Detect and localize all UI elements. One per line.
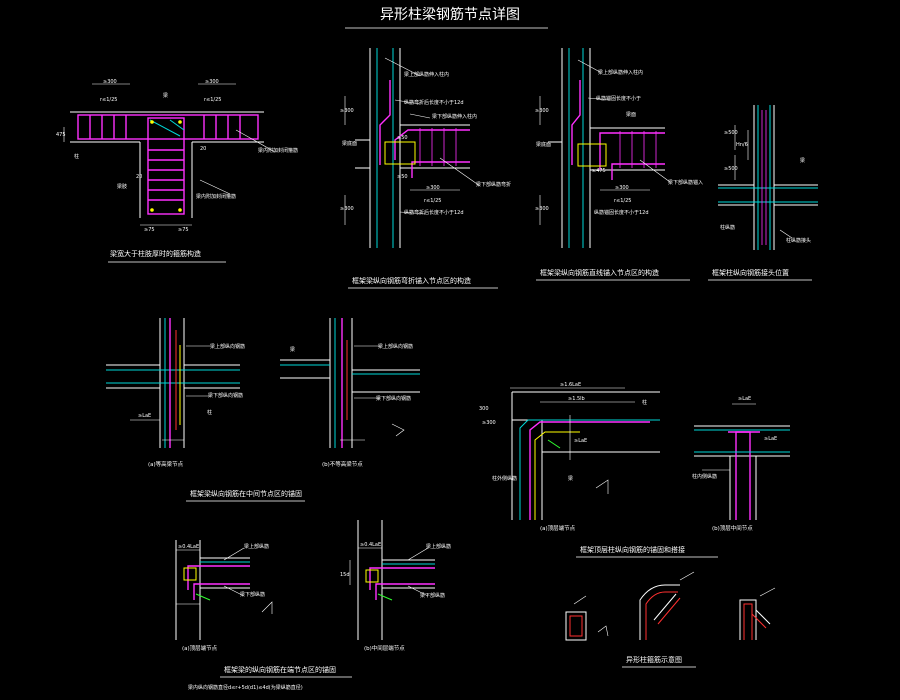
- dim-label: ≥75: [178, 227, 189, 233]
- callout-label: 梁底面: [342, 140, 357, 147]
- page-title: 异形柱梁钢筋节点详图: [380, 6, 520, 23]
- callout-label: 梁上部纵向钢筋: [378, 343, 413, 350]
- detail-end-joint-a: [175, 540, 273, 640]
- subcaption-d6a: (a)顶层端节点: [540, 524, 576, 532]
- caption-d4: 框架柱纵向钢筋接头位置: [712, 268, 789, 277]
- callout-label: 柱内侧纵筋: [692, 473, 717, 480]
- dim-label: ≥50: [397, 135, 408, 141]
- callout-label: 梁: [568, 475, 573, 482]
- detail-top-middle-joint: [694, 403, 790, 520]
- detail-end-joint-b: [349, 520, 435, 640]
- dim-label: Hn/6: [736, 142, 748, 148]
- dim-label: 475: [56, 132, 66, 138]
- dim-label: ≥1.6LaE: [560, 382, 581, 388]
- callout-label: 梁下部纵向钢筋: [208, 392, 243, 399]
- dim-label: ≥LaE: [764, 436, 777, 442]
- callout-label: 梁下部纵筋: [420, 592, 445, 599]
- dim-label: r≤1/25: [614, 198, 631, 204]
- caption-d1: 梁宽大于柱肢厚时的箍筋构造: [110, 249, 201, 258]
- callout-label: 柱: [207, 409, 212, 416]
- subcaption-d7b: (b)中间层端节点: [364, 644, 405, 652]
- callout-label: 纵筋锚固长度不小于: [596, 95, 641, 102]
- caption-d7: 框架梁的纵向钢筋在端节点区的锚固: [224, 665, 336, 674]
- dim-label: ≥300: [426, 185, 440, 191]
- caption-d2: 框架梁纵向钢筋弯折锚入节点区的构造: [352, 276, 471, 285]
- dim-label: ≥LaE: [738, 396, 751, 402]
- callout-label: 柱外侧纵筋: [492, 475, 517, 482]
- callout-label: 梁: [290, 346, 295, 353]
- callout-label: 梁上部纵筋伸入柱内: [598, 69, 643, 76]
- dim-label: 15d: [340, 572, 350, 578]
- callout-label: 梁: [163, 92, 168, 99]
- subcaption-d5b: (b)不等高梁节点: [322, 460, 363, 468]
- callout-label: 梁面: [626, 111, 636, 118]
- callout-label: 梁下部纵筋锚入: [668, 179, 703, 186]
- dim-label: ≥50: [397, 174, 408, 180]
- callout-label: 柱纵筋: [720, 224, 735, 231]
- callout-label: 梁上部纵筋: [426, 543, 451, 550]
- callout-label: 梁下部纵向钢筋: [376, 395, 411, 402]
- dim-label: ≥1.5lb: [568, 396, 585, 402]
- detail-bent-anchorage: [344, 48, 481, 248]
- callout-label: 梁上部纵筋伸入柱内: [404, 71, 449, 78]
- dim-label: ≥300: [535, 206, 549, 212]
- dim-label: ≥300: [615, 185, 629, 191]
- callout-label: 梁内附加封闭箍筋: [258, 147, 298, 154]
- detail-straight-anchorage: [539, 48, 671, 248]
- dim-label: ≥475: [592, 168, 606, 174]
- dim-label: ≥500: [724, 130, 738, 136]
- detail-middle-joint-a: [106, 318, 240, 448]
- dim-label: 20: [136, 174, 142, 180]
- dim-label: r≤1/25: [424, 198, 441, 204]
- detail-stirrup-sketches: [565, 571, 776, 641]
- dim-label: ≥LaE: [138, 413, 151, 419]
- detail-wide-beam-stirrups: [63, 83, 276, 226]
- dim-label: ≥500: [724, 166, 738, 172]
- callout-label: 梁上部纵向钢筋: [210, 343, 245, 350]
- callout-label: 梁底面: [536, 141, 551, 148]
- callout-label: 梁下部纵筋: [240, 591, 265, 598]
- callout-label: 纵筋弯折后长度不小于12d: [404, 209, 464, 216]
- callout-label: 梁内附加封闭箍筋: [196, 193, 236, 200]
- callout-label: 纵筋弯折后长度不小于12d: [404, 99, 464, 106]
- callout-label: 梁上部纵筋: [244, 543, 269, 550]
- dim-label: ≥300: [340, 206, 354, 212]
- dim-label: 300: [479, 406, 489, 412]
- detail-top-end-joint: [510, 387, 660, 520]
- dim-label: ≥300: [103, 79, 117, 85]
- dim-label: 20: [200, 146, 206, 152]
- dim-label: ≥75: [144, 227, 155, 233]
- callout-label: 柱: [642, 399, 647, 406]
- caption-d8: 异形柱箍筋示意图: [626, 655, 682, 664]
- dim-label: ≥0.4LaE: [360, 542, 381, 548]
- dim-label: ≥300: [340, 108, 354, 114]
- callout-label: 柱: [74, 153, 79, 160]
- dim-label: r≤1/25: [204, 97, 221, 103]
- detail-column-splice: [718, 105, 818, 250]
- note-d7: 梁内纵向钢筋直径d≤r+5d(d1)≤4d(为梁纵筋直径): [188, 684, 303, 691]
- callout-label: 梁: [800, 157, 805, 164]
- dim-label: ≥300: [205, 79, 219, 85]
- subcaption-d5a: (a)等高梁节点: [148, 460, 184, 468]
- caption-d6: 框架顶层柱纵向钢筋的锚固和搭接: [580, 545, 685, 554]
- dim-label: r≤1/25: [100, 97, 117, 103]
- caption-d5: 框架梁纵向钢筋在中间节点区的锚固: [190, 489, 302, 498]
- dim-label: ≥300: [482, 420, 496, 426]
- detail-middle-joint-b: [280, 318, 420, 448]
- callout-label: 梁下部纵筋伸入柱内: [432, 113, 477, 120]
- callout-label: 梁下部纵筋弯折: [476, 181, 511, 188]
- subcaption-d7a: (a)顶层端节点: [182, 644, 218, 652]
- callout-label: 纵筋锚固长度不小于12d: [594, 209, 649, 216]
- callout-label: 梁肢: [117, 183, 127, 190]
- subcaption-d6b: (b)顶层中间节点: [712, 524, 753, 532]
- callout-label: 柱纵筋接头: [786, 237, 811, 244]
- caption-d3: 框架梁纵向钢筋直线锚入节点区的构造: [540, 268, 659, 277]
- dim-label: ≥0.4LaE: [178, 544, 199, 550]
- dim-label: ≥LaE: [574, 438, 587, 444]
- dim-label: ≥300: [535, 108, 549, 114]
